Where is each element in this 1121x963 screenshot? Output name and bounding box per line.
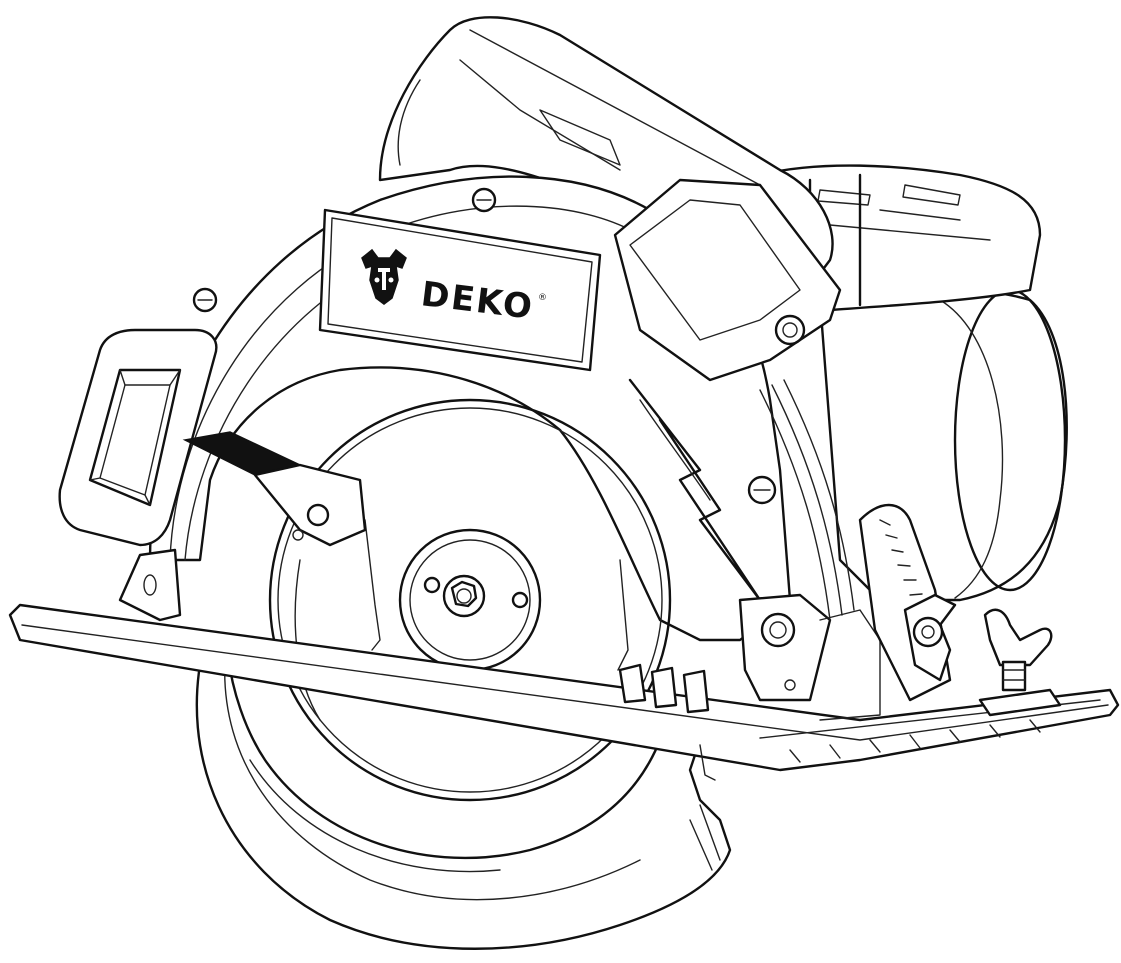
rear-bracket xyxy=(738,593,881,721)
brand-trademark: ® xyxy=(538,293,547,303)
lower-blade-guard xyxy=(195,638,732,950)
front-knob xyxy=(613,178,842,382)
guard-fins xyxy=(618,663,710,714)
auxiliary-handle xyxy=(58,328,218,547)
bevel-knob xyxy=(903,593,957,682)
guard-lever xyxy=(182,431,367,547)
front-bracket xyxy=(118,548,182,622)
motor-housing xyxy=(818,287,1068,602)
blade-flange xyxy=(398,528,542,672)
base-plate xyxy=(8,603,1120,781)
housing-screws xyxy=(192,187,777,505)
depth-wing-nut xyxy=(978,608,1062,717)
side-ribs xyxy=(759,379,855,621)
bull-head-logo-icon xyxy=(361,248,407,305)
label-plate xyxy=(318,208,602,372)
